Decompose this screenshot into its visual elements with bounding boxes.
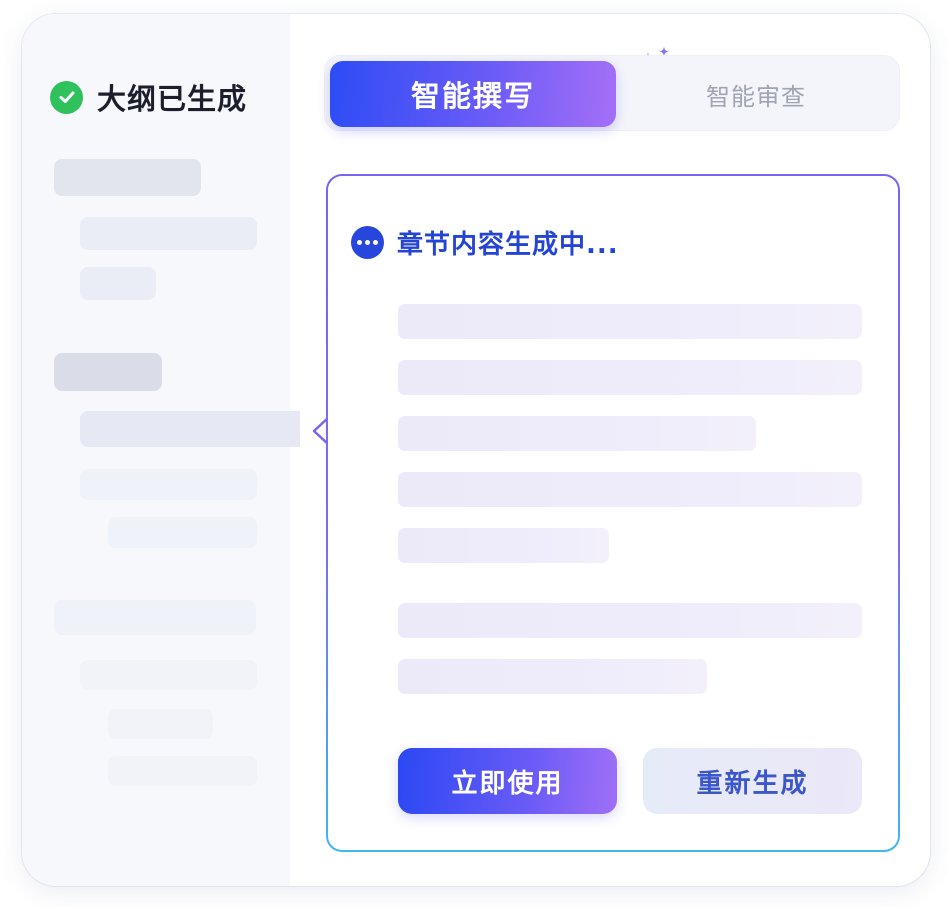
outline-header: 大纲已生成 bbox=[50, 76, 247, 118]
mode-tabs: 智能撰写 智能审查 bbox=[324, 55, 900, 131]
outline-skeleton-item bbox=[108, 517, 257, 548]
content-panel: 章节内容生成中... 立即使用 重新生成 bbox=[326, 174, 900, 852]
content-skeleton-line bbox=[398, 603, 862, 638]
content-skeleton-line bbox=[398, 528, 609, 563]
outline-skeleton-item bbox=[108, 756, 257, 786]
content-skeleton-line bbox=[398, 304, 862, 339]
outline-skeleton-item-selected[interactable] bbox=[80, 411, 300, 447]
tab-smart-writing[interactable]: 智能撰写 bbox=[330, 61, 616, 127]
more-dots-icon bbox=[351, 226, 384, 259]
outline-skeleton-item bbox=[80, 660, 257, 690]
outline-skeleton-item bbox=[80, 267, 156, 300]
outline-sidebar: 大纲已生成 bbox=[22, 14, 300, 886]
generation-status: 章节内容生成中... bbox=[351, 224, 619, 261]
outline-skeleton-heading bbox=[54, 353, 162, 391]
check-circle-icon bbox=[50, 80, 83, 114]
generation-status-text: 章节内容生成中... bbox=[397, 230, 619, 260]
content-skeleton-line bbox=[398, 416, 756, 451]
outline-skeleton-heading bbox=[54, 159, 201, 196]
generation-card: 大纲已生成 智能撰写 智能审查 章节内容生成中... bbox=[22, 14, 930, 886]
outline-skeleton-item bbox=[80, 217, 257, 250]
outline-skeleton-item bbox=[108, 709, 213, 739]
content-skeleton-line bbox=[398, 472, 862, 507]
outline-skeleton-item bbox=[80, 469, 257, 500]
regenerate-button[interactable]: 重新生成 bbox=[643, 748, 862, 814]
tab-smart-review[interactable]: 智能审查 bbox=[706, 82, 806, 111]
content-skeleton-line bbox=[398, 360, 862, 395]
use-now-button[interactable]: 立即使用 bbox=[398, 748, 617, 814]
outline-status-title: 大纲已生成 bbox=[97, 82, 248, 116]
content-skeleton-line bbox=[398, 659, 707, 694]
outline-skeleton-heading bbox=[54, 600, 256, 635]
panel-pointer bbox=[312, 416, 329, 446]
